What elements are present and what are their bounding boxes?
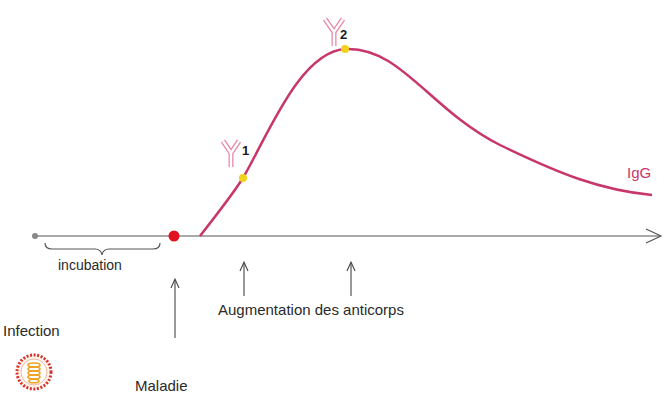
point-2 — [341, 45, 349, 53]
event-label: Infection — [3, 323, 60, 340]
igg-curve — [200, 49, 652, 236]
event-label: Augmentation des anticorps — [218, 302, 404, 319]
point-1 — [239, 174, 247, 182]
curve-label: IgG — [627, 165, 651, 182]
virus-icon — [17, 355, 51, 389]
time-axis — [35, 235, 660, 236]
axis-arrowhead — [646, 229, 661, 243]
callout-number: 2 — [340, 28, 347, 42]
disease-dot — [169, 231, 180, 242]
antibody-symbol — [223, 141, 239, 167]
period-label: incubation — [58, 258, 122, 273]
event-label: Maladie — [135, 378, 188, 395]
incubation-brace — [45, 243, 160, 255]
callout-number: 1 — [242, 144, 249, 158]
infection-dot — [32, 233, 38, 239]
pointer-arrows — [171, 262, 355, 338]
